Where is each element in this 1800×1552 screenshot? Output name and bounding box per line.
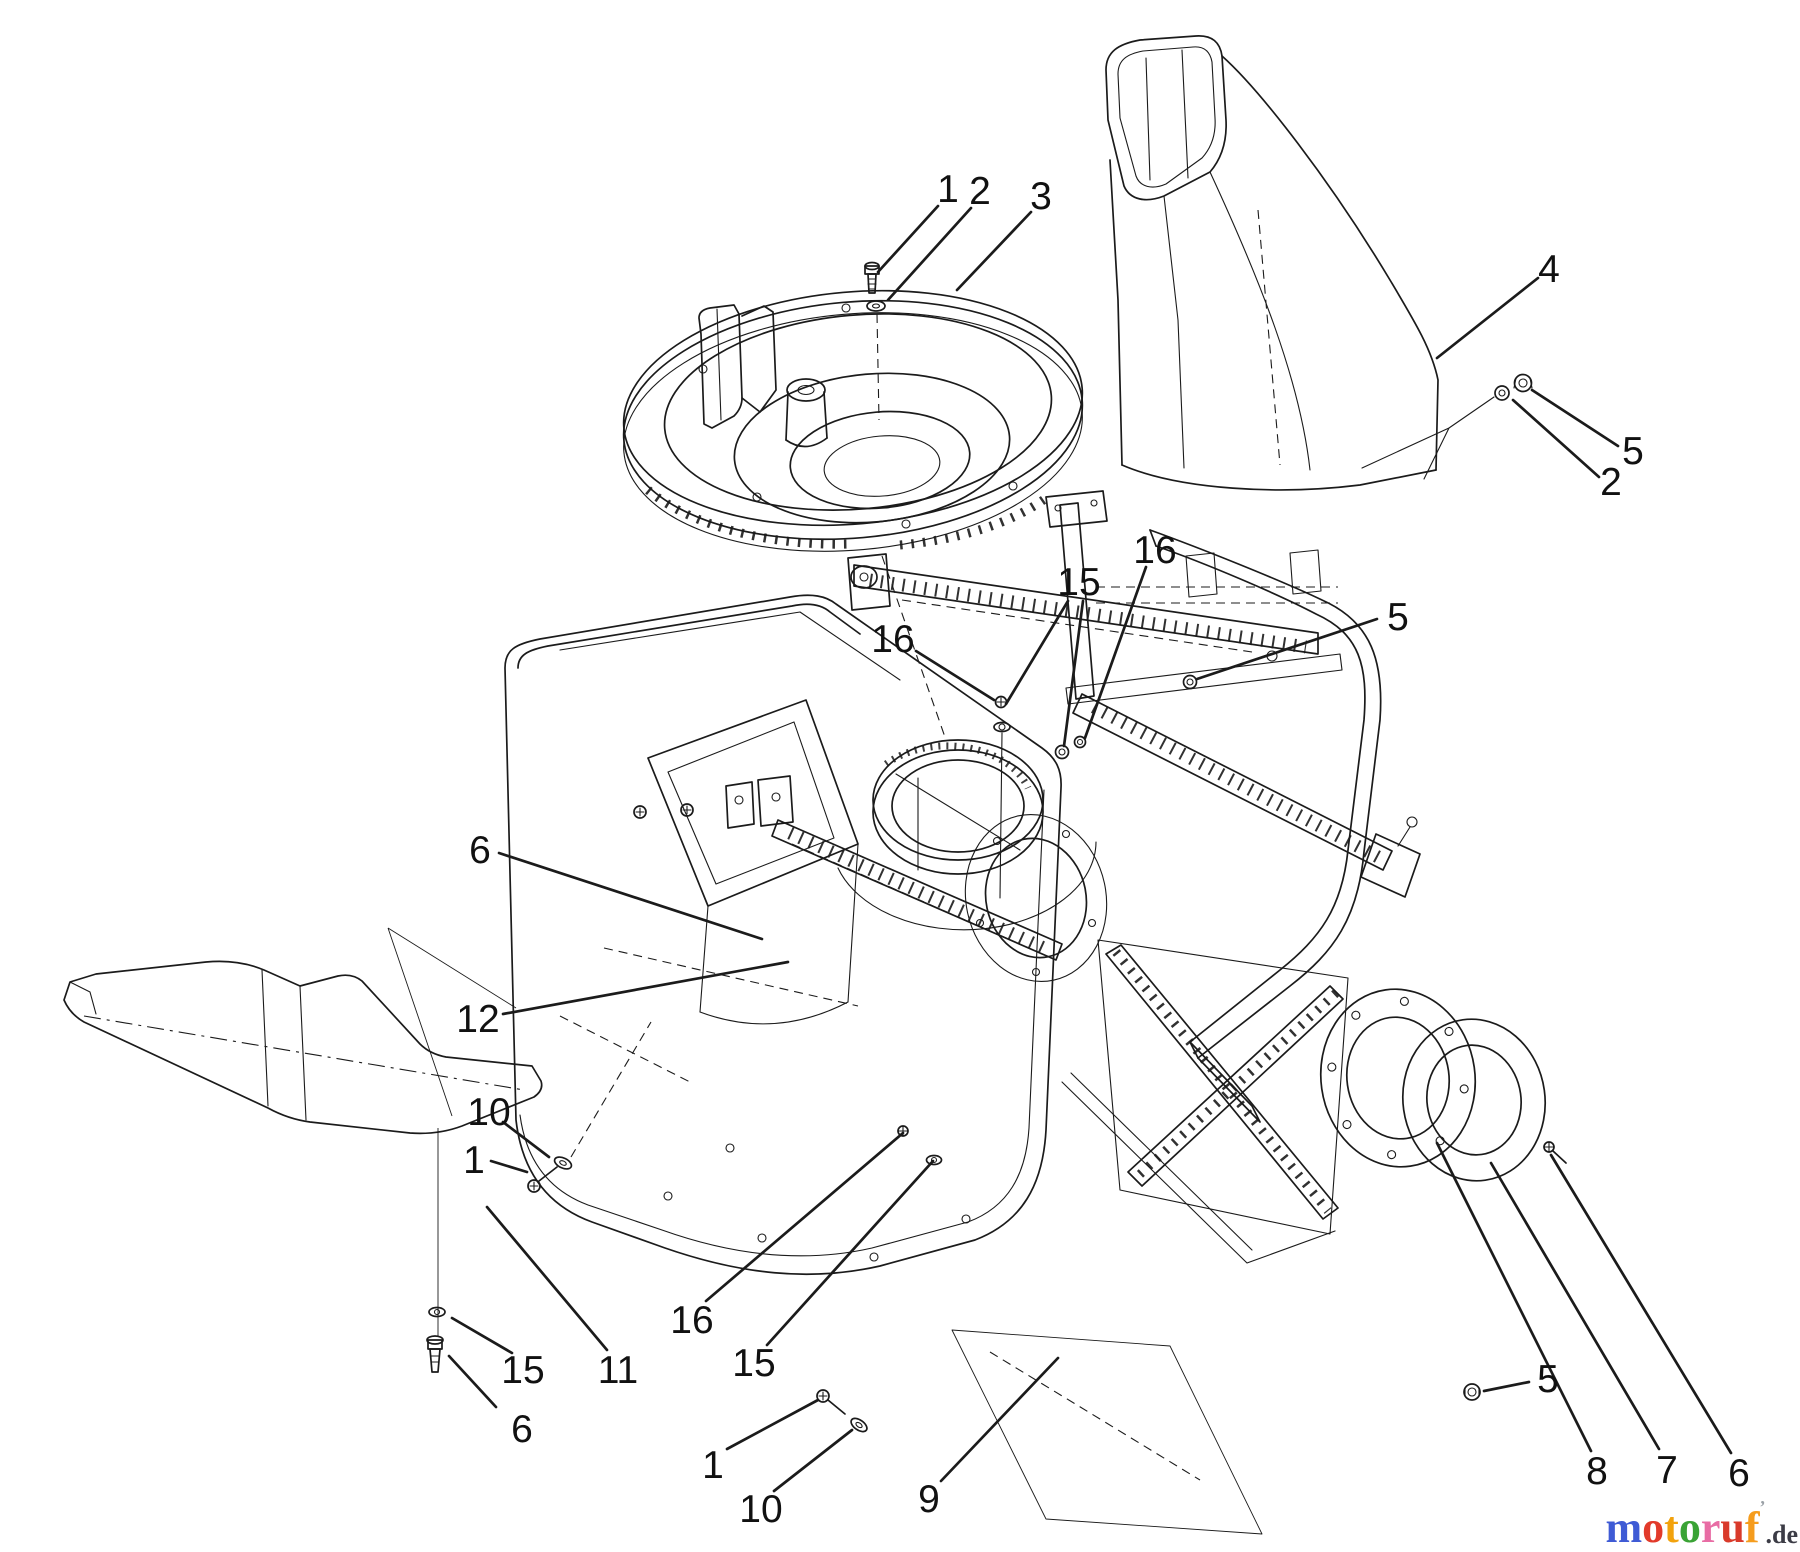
housing-hardware-bottom xyxy=(816,1389,868,1433)
callout-label-5: 5 xyxy=(1622,430,1644,473)
leader-line-16 xyxy=(1083,565,1148,740)
chute-nut-and-washer xyxy=(1361,373,1533,480)
deflector-shield xyxy=(63,960,543,1135)
leader-line-7 xyxy=(1489,1161,1661,1451)
callout-label-3: 3 xyxy=(1030,175,1052,218)
callout-label-6: 6 xyxy=(469,829,491,872)
leader-line-11 xyxy=(485,1205,609,1352)
callout-label-15: 15 xyxy=(1057,561,1100,604)
leader-line-1 xyxy=(489,1159,529,1174)
leader-line-3 xyxy=(955,210,1033,292)
mounting-plate xyxy=(1061,939,1349,1264)
blower-housing-cover xyxy=(622,289,1084,741)
leader-line-4 xyxy=(1435,276,1540,360)
callout-label-16: 16 xyxy=(871,618,914,661)
housing-hardware-left xyxy=(527,1021,652,1193)
callout-label-6: 6 xyxy=(511,1408,533,1451)
callout-label-15: 15 xyxy=(732,1342,775,1385)
leader-line-12 xyxy=(501,960,790,1016)
callout-label-15: 15 xyxy=(501,1349,544,1392)
logo-letter: f xyxy=(1744,1503,1760,1552)
logo-mark: ’ xyxy=(1759,1497,1766,1517)
callout-label-11: 11 xyxy=(598,1349,639,1392)
callout-label-16: 16 xyxy=(1133,529,1176,572)
leader-line-15 xyxy=(1004,599,1070,706)
callout-label-9: 9 xyxy=(918,1478,940,1521)
callout-label-10: 10 xyxy=(739,1488,782,1531)
callout-label-7: 7 xyxy=(1656,1449,1678,1492)
logo-letter: o xyxy=(1642,1503,1665,1552)
callout-label-8: 8 xyxy=(1586,1450,1608,1493)
callout-label-10: 10 xyxy=(467,1091,510,1134)
logo-letter: u xyxy=(1720,1503,1745,1552)
logo-letter: o xyxy=(1678,1503,1701,1552)
deflector-hardware xyxy=(426,1128,446,1373)
callout-label-1: 1 xyxy=(702,1444,724,1487)
bag-frame-phantom xyxy=(951,1329,1263,1535)
support-frame xyxy=(771,490,1421,1123)
logo-letter: t xyxy=(1664,1503,1679,1552)
leader-line-5 xyxy=(1195,617,1379,681)
leader-line-1 xyxy=(876,204,940,274)
leader-line-2 xyxy=(1511,398,1601,479)
outlet-flange-assembly xyxy=(1319,988,1567,1401)
logo-letter: m xyxy=(1605,1503,1643,1552)
callout-label-5: 5 xyxy=(1387,596,1409,639)
cover-screw-and-washer xyxy=(864,261,886,421)
callout-label-1: 1 xyxy=(463,1139,485,1182)
callout-label-4: 4 xyxy=(1538,248,1560,291)
callout-leader-lines xyxy=(447,204,1733,1493)
callout-label-6: 6 xyxy=(1728,1452,1750,1495)
bagger-housing xyxy=(387,594,1108,1276)
leader-line-9 xyxy=(939,1356,1060,1483)
leader-line-10 xyxy=(772,1428,854,1493)
callout-label-2: 2 xyxy=(969,170,991,213)
leader-line-5 xyxy=(1530,388,1620,448)
leader-line-16 xyxy=(914,649,996,702)
leader-line-15 xyxy=(1062,599,1085,748)
leader-line-2 xyxy=(886,206,973,302)
leader-line-15 xyxy=(765,1159,935,1347)
leader-line-1 xyxy=(725,1398,820,1451)
leader-line-6 xyxy=(1549,1153,1733,1455)
leader-line-8 xyxy=(1435,1141,1593,1453)
callout-label-5: 5 xyxy=(1537,1358,1559,1401)
leader-line-5 xyxy=(1482,1380,1531,1393)
leader-line-6 xyxy=(497,851,764,941)
callout-label-2: 2 xyxy=(1600,461,1622,504)
leader-line-6 xyxy=(447,1354,498,1409)
leader-line-16 xyxy=(704,1131,905,1303)
leader-line-10 xyxy=(501,1120,551,1159)
callout-label-12: 12 xyxy=(456,998,499,1041)
callout-label-16: 16 xyxy=(670,1299,713,1342)
logo-suffix: .de xyxy=(1765,1520,1799,1549)
logo-letter: r xyxy=(1700,1503,1721,1552)
leader-line-15 xyxy=(450,1316,514,1355)
discharge-chute xyxy=(1105,35,1439,491)
callout-label-1: 1 xyxy=(937,168,959,211)
